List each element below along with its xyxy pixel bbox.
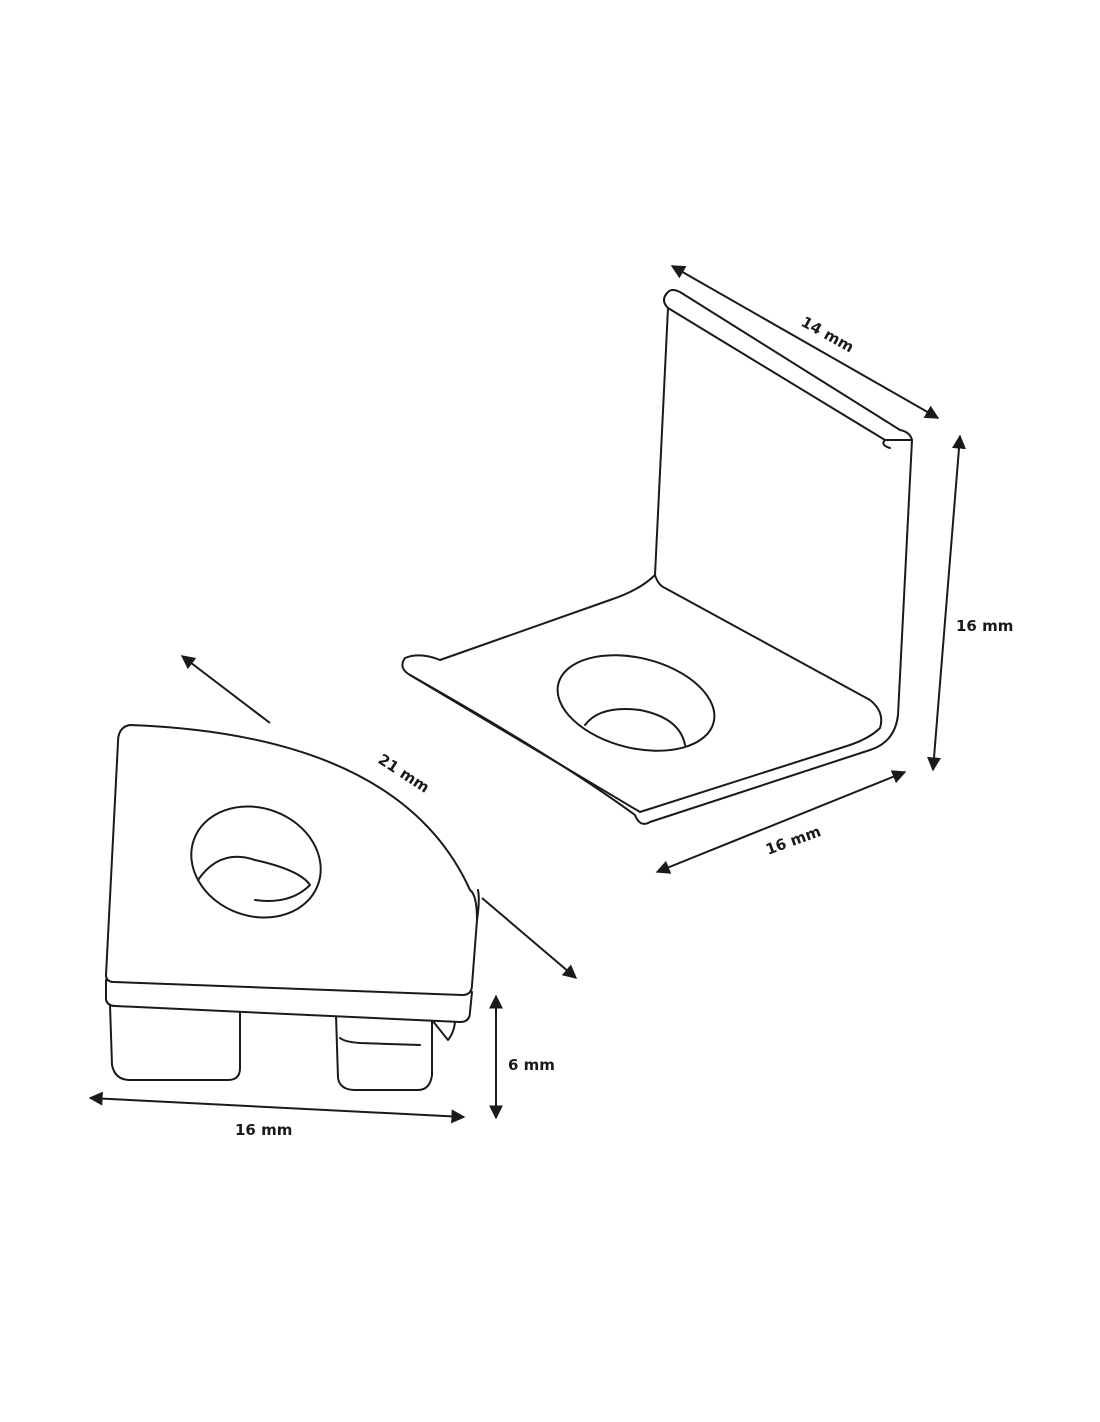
end-cap <box>105 724 480 1091</box>
dim-label-16mm-height: 16 mm <box>956 617 1013 635</box>
dim-label-16mm-width: 16 mm <box>763 822 823 859</box>
dim-label-16mm-endcap: 16 mm <box>235 1121 292 1139</box>
mounting-bracket <box>401 289 913 825</box>
endcap-dimension-width: 16 mm <box>88 1091 466 1139</box>
bracket-dimension-height: 16 mm <box>927 434 1013 772</box>
dim-label-14mm: 14 mm <box>798 313 857 357</box>
endcap-dimension-height: 6 mm <box>489 994 555 1120</box>
dim-label-6mm: 6 mm <box>508 1056 555 1074</box>
